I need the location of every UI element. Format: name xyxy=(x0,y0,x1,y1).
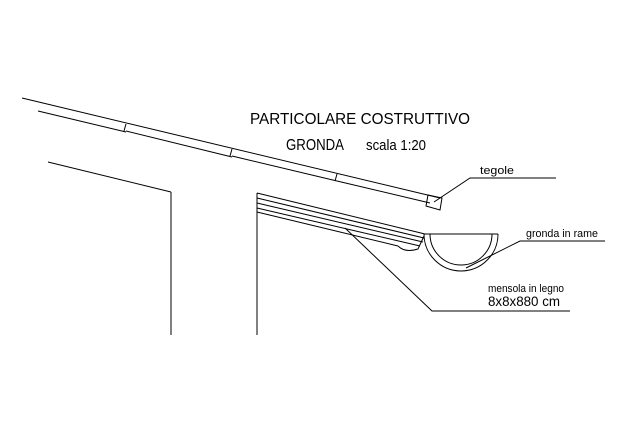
scale-label: scala 1:20 xyxy=(366,137,426,154)
title-line1: PARTICOLARE COSTRUTTIVO xyxy=(250,111,470,128)
gutter-label: gronda in rame xyxy=(526,228,598,240)
tiles-label: tegole xyxy=(480,165,514,177)
leader-lines xyxy=(344,177,605,312)
bracket-label-line1: mensola in legno xyxy=(488,283,564,295)
roof-tiles xyxy=(21,97,443,211)
copper-gutter xyxy=(423,233,499,272)
interior-wall xyxy=(47,161,258,335)
bracket-label-line2: 8x8x880 cm xyxy=(488,293,560,309)
title-line2: GRONDA xyxy=(286,137,344,154)
wooden-bracket xyxy=(256,192,426,251)
